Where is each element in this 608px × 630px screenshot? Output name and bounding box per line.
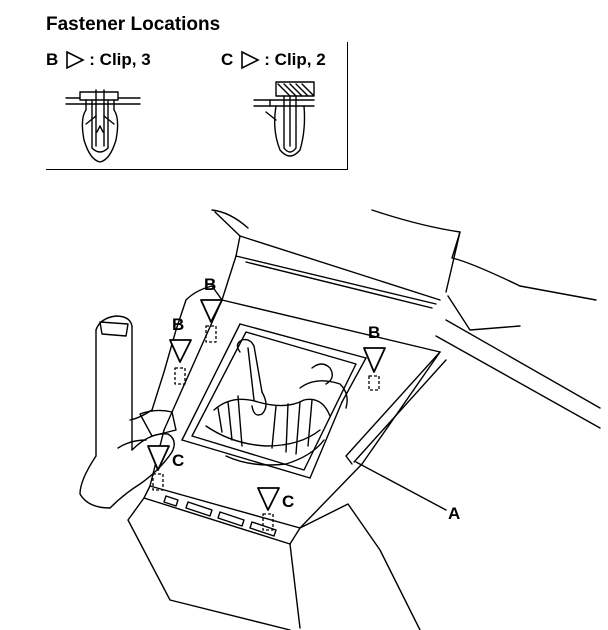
callout-c-2: C <box>282 492 294 511</box>
legend-item-c: C : Clip, 2 <box>221 50 326 70</box>
triangle-marker-icon <box>66 50 86 70</box>
console-assembly <box>79 209 601 630</box>
legend-desc-c: : Clip, 2 <box>264 50 326 69</box>
legend-box <box>46 42 348 170</box>
legend-item-b: B : Clip, 3 <box>46 50 151 70</box>
clip-b-drawing <box>65 89 141 163</box>
fastener-marker-b1 <box>200 299 223 343</box>
fastener-marker-b3 <box>363 347 386 391</box>
clip-c-drawing <box>253 81 315 157</box>
legend-desc-b: : Clip, 3 <box>89 50 151 69</box>
page-title: Fastener Locations <box>46 14 221 35</box>
callout-a: A <box>448 504 460 523</box>
callout-b-2: B <box>172 315 184 334</box>
leader-line-a <box>355 461 447 511</box>
triangle-marker-icon <box>241 50 261 70</box>
legend-letter-c: C <box>221 50 234 69</box>
fastener-marker-b2 <box>169 339 192 385</box>
callout-c-1: C <box>172 451 184 470</box>
legend-letter-b: B <box>46 50 59 69</box>
fastener-marker-c1 <box>147 445 170 491</box>
fastener-marker-c2 <box>257 487 280 531</box>
callout-b-1: B <box>204 275 216 294</box>
callout-b-3: B <box>368 323 380 342</box>
